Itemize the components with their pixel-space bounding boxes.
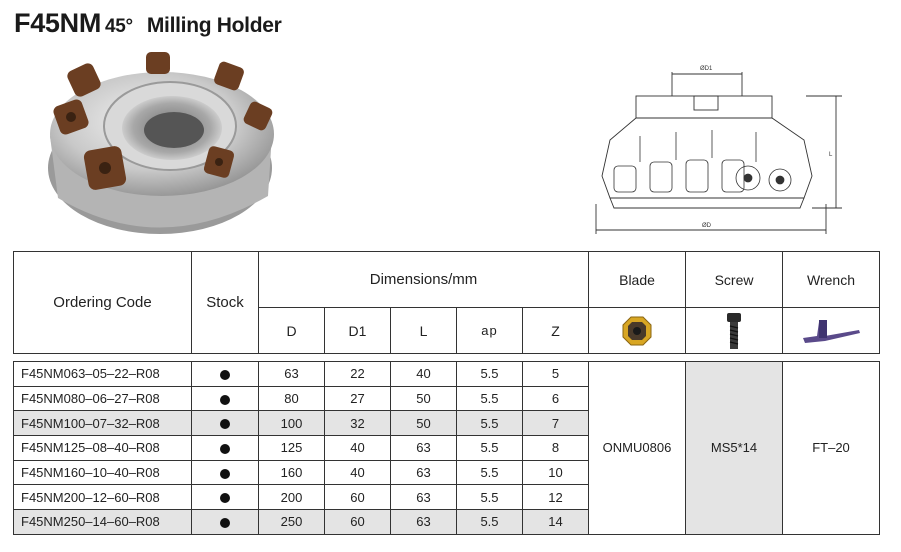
cell-d1: 60: [324, 509, 391, 535]
stock-dot-icon: [220, 394, 230, 405]
cell-z: 10: [522, 459, 589, 486]
cell-d: 250: [258, 509, 325, 535]
cell-ap: 5.5: [456, 435, 523, 461]
header-ap: ap: [456, 307, 523, 354]
cell-stock: [191, 459, 259, 486]
table-row: F45NM080–06–27–R08 80 27 50 5.5 6: [13, 385, 880, 412]
cell-d: 200: [258, 484, 325, 511]
table-row: F45NM160–10–40–R08 160 40 63 5.5 10: [13, 459, 880, 486]
table-row: F45NM063–05–22–R08 63 22 40 5.5 5 ONMU08…: [13, 361, 880, 535]
cell-stock: [191, 435, 259, 461]
stock-dot-icon: [220, 419, 230, 430]
cell-ap: 5.5: [456, 410, 523, 437]
cell-screw: MS5*14: [685, 361, 783, 535]
header-dimensions: Dimensions/mm: [257, 251, 590, 308]
cell-d1: 22: [324, 361, 391, 387]
stock-dot-icon: [220, 518, 230, 529]
cell-l: 50: [390, 385, 457, 412]
cell-wrench: FT–20: [782, 361, 880, 535]
title-name: Milling Holder: [146, 14, 282, 37]
cell-ap: 5.5: [456, 385, 523, 412]
screw-image-cell: [685, 307, 784, 354]
dimension-d-label: ØD: [702, 223, 712, 229]
cell-ordering-code: F45NM200–12–60–R08: [13, 484, 192, 511]
cell-l: 40: [390, 361, 457, 387]
header-screw: Screw: [685, 251, 784, 308]
cell-ordering-code: F45NM080–06–27–R08: [13, 385, 192, 412]
cell-ordering-code: F45NM125–08–40–R08: [13, 435, 192, 461]
cell-stock: [191, 361, 259, 387]
cell-d1: 27: [324, 385, 391, 412]
stock-dot-icon: [220, 443, 230, 454]
cell-blade: ONMU0806: [588, 361, 686, 535]
cell-z: 14: [522, 509, 589, 535]
table-row: F45NM200–12–60–R08 200 60 63 5.5 12: [13, 484, 880, 511]
header-blade: Blade: [588, 251, 687, 308]
cell-d: 125: [258, 435, 325, 461]
blade-insert-icon: [622, 316, 652, 345]
cell-ordering-code: F45NM160–10–40–R08: [13, 459, 192, 486]
cell-stock: [191, 385, 259, 412]
cell-z: 12: [522, 484, 589, 511]
dimension-d1-label: ØD1: [700, 66, 713, 72]
spec-header-table: Ordering Code Stock Dimensions/mm Blade …: [13, 251, 881, 354]
cell-stock: [191, 484, 259, 511]
cell-d: 160: [258, 459, 325, 486]
screw-icon: [727, 312, 742, 349]
cell-ordering-code: F45NM100–07–32–R08: [13, 410, 192, 437]
cell-z: 7: [522, 410, 589, 437]
cell-l: 50: [390, 410, 457, 437]
insert-group: [53, 52, 273, 190]
cell-d1: 40: [324, 435, 391, 461]
header-l: L: [390, 307, 457, 354]
cell-d1: 60: [324, 484, 391, 511]
title-angle: 45°: [105, 16, 133, 37]
header-stock: Stock: [191, 251, 259, 354]
cell-l: 63: [390, 459, 457, 486]
header-ordering-code: Ordering Code: [13, 251, 192, 354]
cell-ap: 5.5: [456, 484, 523, 511]
cell-ap: 5.5: [456, 361, 523, 387]
cell-d: 80: [258, 385, 325, 412]
spec-table: F45NM063–05–22–R08 63 22 40 5.5 5 ONMU08…: [13, 361, 880, 535]
wrench-image-cell: [782, 307, 881, 354]
header-wrench: Wrench: [782, 251, 881, 308]
cell-d: 100: [258, 410, 325, 437]
cell-stock: [191, 410, 259, 437]
cell-stock: [191, 509, 259, 535]
blade-image-cell: [588, 307, 687, 354]
cell-z: 5: [522, 361, 589, 387]
cell-d1: 40: [324, 459, 391, 486]
cell-l: 63: [390, 484, 457, 511]
technical-drawing: ØD1 ØD L: [595, 66, 842, 234]
cell-d1: 32: [324, 410, 391, 437]
stock-dot-icon: [220, 493, 230, 504]
stock-dot-icon: [220, 468, 230, 479]
cell-d: 63: [258, 361, 325, 387]
cell-ordering-code: F45NM063–05–22–R08: [13, 361, 192, 387]
cell-ordering-code: F45NM250–14–60–R08: [13, 509, 192, 535]
cell-ap: 5.5: [456, 459, 523, 486]
cell-ap: 5.5: [456, 509, 523, 535]
cell-l: 63: [390, 435, 457, 461]
title-code: F45NM: [14, 8, 102, 38]
header-d: D: [258, 307, 325, 354]
header-z: Z: [521, 307, 590, 354]
wrench-icon: [803, 319, 861, 343]
cell-z: 8: [522, 435, 589, 461]
dimension-l-label: L: [829, 152, 833, 158]
stock-dot-icon: [220, 369, 230, 380]
header-d1: D1: [324, 307, 391, 354]
table-row: F45NM250–14–60–R08 250 60 63 5.5 14: [13, 509, 880, 535]
table-row: F45NM100–07–32–R08 100 32 50 5.5 7: [13, 410, 880, 437]
cell-z: 6: [522, 385, 589, 412]
table-row: F45NM125–08–40–R08 125 40 63 5.5 8: [13, 435, 880, 461]
cell-l: 63: [390, 509, 457, 535]
milling-holder-photo: [48, 52, 274, 234]
